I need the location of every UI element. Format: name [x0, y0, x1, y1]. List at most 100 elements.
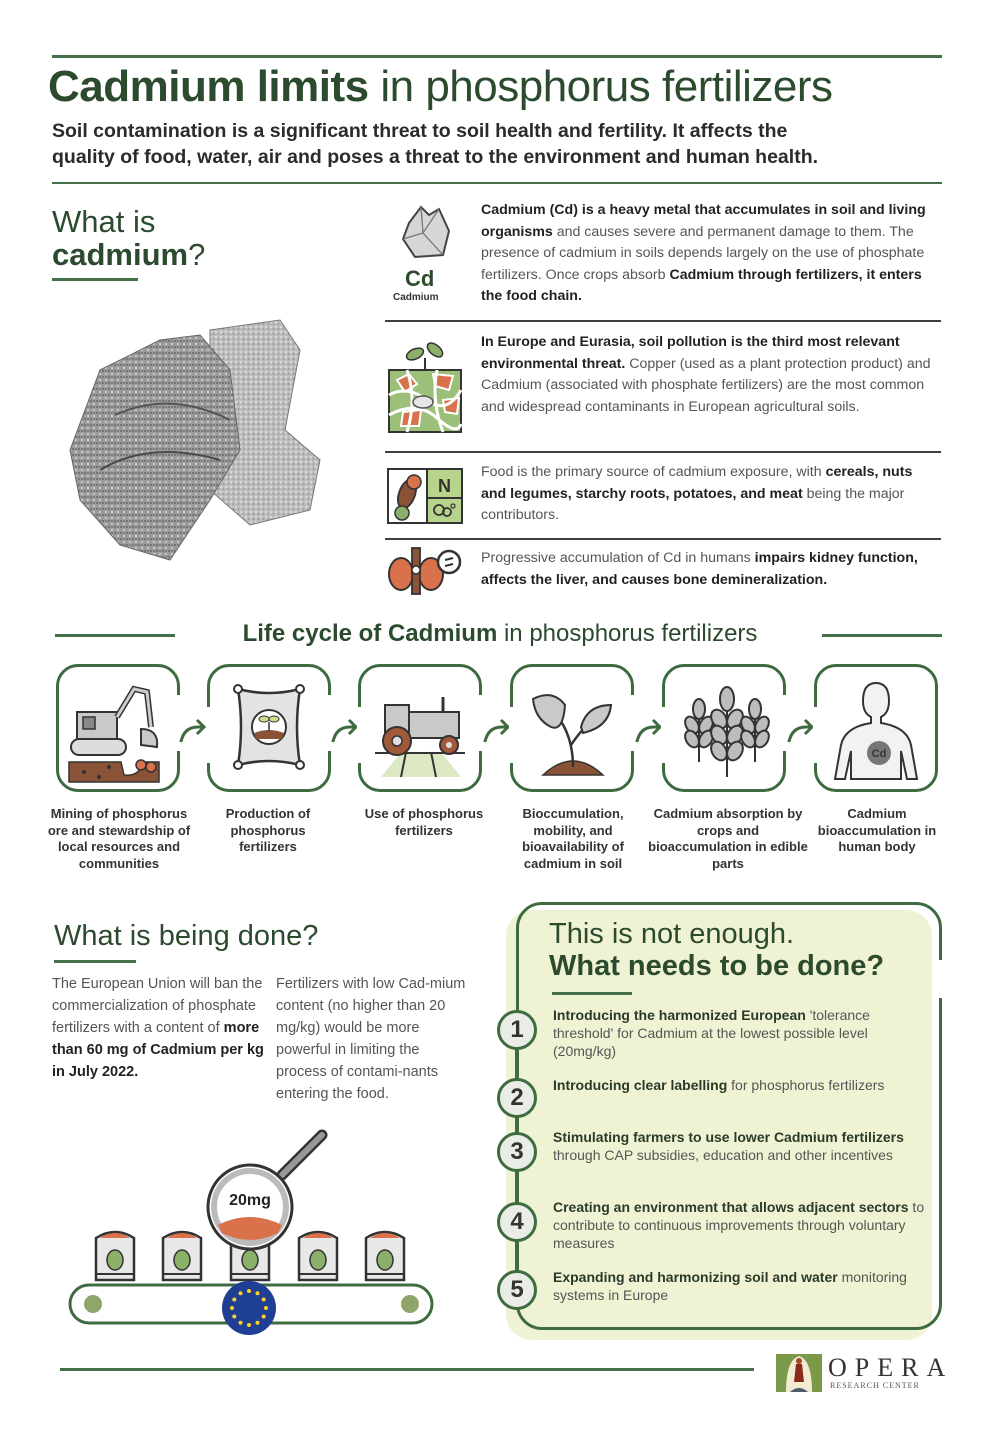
being-done-heading: What is being done?: [54, 920, 319, 952]
fact-food-source: N Food is the primary source of cadmium …: [385, 460, 941, 535]
need-normal: for phosphorus fertilizers: [727, 1077, 885, 1093]
lifecycle-title: Life cycle of Cadmium in phosphorus fert…: [200, 620, 800, 648]
fact-text: Cadmium (Cd) is a heavy metal that accum…: [481, 200, 941, 308]
lifecycle-label-soil: Bioccumulation, mobility, and bioavailab…: [522, 806, 624, 871]
lifecycle-label-mining: Mining of phosphorus ore and stewardship…: [47, 806, 191, 871]
fact-cadmium-definition: Cd Cadmium Cadmium (Cd) is a heavy metal…: [385, 198, 941, 313]
wheat-icon: [684, 686, 770, 777]
heading-underline: [52, 278, 138, 281]
needs-underline: [552, 992, 632, 995]
fact-normal: being the major contributors.: [481, 485, 905, 524]
being-done-underline: [54, 960, 136, 963]
lifecycle-title-bold: Life cycle of Cadmium: [242, 620, 498, 647]
top-rule: [52, 55, 942, 58]
footer-rule: [60, 1368, 754, 1371]
excavator-icon: [68, 685, 160, 783]
fact-bold: impairs kidney function, affects the liv…: [481, 550, 918, 588]
need-bold: Stimulating farmers to use lower Cadmium…: [553, 1129, 904, 1145]
fact-text: In Europe and Eurasia, soil pollution is…: [481, 332, 941, 418]
page-title: Cadmium limits in phosphorus fertilizers: [48, 62, 948, 112]
heading-line-1: What is: [52, 204, 156, 239]
heading-q: ?: [188, 237, 206, 272]
need-normal: through CAP subsidies, education and oth…: [553, 1147, 893, 1163]
eu-flag-icon: [222, 1281, 276, 1335]
lifecycle-label-production: Production of phosphorus fertilizers: [225, 806, 311, 854]
need-normal: to contribute to continuous improvements…: [553, 1199, 925, 1251]
opera-logo-icon: [776, 1354, 822, 1392]
fact-soil-pollution: In Europe and Eurasia, soil pollution is…: [385, 330, 941, 445]
need-number-1: 1: [497, 1010, 537, 1050]
fact-bold: Cadmium (Cd) is a heavy metal that accum…: [481, 202, 926, 240]
need-normal: 'tolerance threshold' for Cadmium at the…: [553, 1007, 870, 1059]
need-bold: Introducing the harmonized European: [553, 1007, 806, 1023]
being-done-col2: Fertilizers with low Cad-mium content (n…: [276, 976, 466, 1102]
fact-divider: [385, 451, 941, 453]
need-bold: Introducing clear labelling: [553, 1077, 728, 1093]
col1-bold: more than 60 mg of Cadmium per kg in Jul…: [52, 1020, 264, 1080]
fertilizer-bag-icon: [233, 684, 305, 770]
lifecycle-rule-right: [822, 634, 942, 637]
page-subtitle: Soil contamination is a significant thre…: [52, 118, 952, 170]
fact-normal: and causes severe and permanent damage t…: [481, 223, 925, 283]
lifecycle-step-production: [206, 664, 332, 792]
cadmium-rock-image: [69, 319, 321, 561]
lifecycle-step-crops: [661, 664, 787, 792]
needs-title-line-2: What needs to be done?: [549, 950, 885, 982]
needs-title-line-1: This is not enough.: [549, 918, 795, 950]
needs-panel-bg: [506, 910, 932, 1340]
conveyor-illustration: [68, 1129, 434, 1335]
lifecycle-step-human: Cd: [813, 664, 938, 792]
logo-subtitle: RESEARCH CENTER: [830, 1381, 920, 1390]
seedling-icon: [531, 694, 613, 776]
arrow-right-icon: [635, 718, 663, 742]
subtitle-line-1: Soil contamination is a significant thre…: [52, 120, 788, 142]
magnifier-icon: [206, 1129, 328, 1251]
fact-bold: In Europe and Eurasia, soil pollution is…: [481, 334, 900, 372]
col1-normal: The European Union will ban the commerci…: [52, 976, 263, 1036]
need-normal: monitoring systems in Europe: [553, 1269, 907, 1303]
need-number-3: 3: [497, 1132, 537, 1172]
soil-pollution-icon: [388, 342, 463, 433]
fact-text: Food is the primary source of cadmium ex…: [481, 462, 941, 527]
need-item-4: Creating an environment that allows adja…: [553, 1198, 925, 1252]
food-icon: N: [387, 468, 463, 524]
need-item-1: Introducing the harmonized European 'tol…: [553, 1006, 925, 1060]
header-rule: [52, 182, 942, 184]
need-number-4: 4: [497, 1202, 537, 1242]
lifecycle-step-mining: [56, 664, 181, 792]
heading-bold: cadmium: [52, 237, 189, 272]
being-done-col1: The European Union will ban the commerci…: [52, 973, 266, 1083]
human-body-icon: Cd: [833, 681, 919, 780]
lifecycle-rule-left: [55, 634, 175, 637]
fact-bold: cereals, nuts and legumes, starchy roots…: [481, 464, 913, 502]
fertilizer-sacks: [94, 1230, 406, 1282]
kidney-icon: [388, 547, 462, 595]
need-item-2: Introducing clear labelling for phosphor…: [553, 1076, 925, 1094]
need-number-5: 5: [497, 1270, 537, 1310]
fact-normal: Progressive accumulation of Cd in humans: [481, 550, 755, 566]
title-bold: Cadmium limits: [48, 62, 369, 111]
what-is-cadmium-heading: What is cadmium?: [52, 205, 205, 271]
lifecycle-step-soil: [509, 664, 635, 792]
svg-text:N: N: [438, 476, 451, 496]
need-item-5: Expanding and harmonizing soil and water…: [553, 1268, 925, 1304]
element-symbol: Cd: [405, 266, 435, 291]
cadmium-rock-icon: [401, 205, 451, 259]
fact-divider: [385, 320, 941, 322]
fact-normal: Food is the primary source of cadmium ex…: [481, 464, 826, 480]
frame-gap: [936, 960, 946, 998]
lifecycle-step-use: [357, 664, 483, 792]
arrow-right-icon: [787, 718, 815, 742]
fact-divider: [385, 538, 941, 540]
fact-text: Progressive accumulation of Cd in humans…: [481, 548, 941, 591]
need-item-3: Stimulating farmers to use lower Cadmium…: [553, 1128, 925, 1164]
tractor-icon: [375, 697, 465, 778]
fact-health-effects: Progressive accumulation of Cd in humans…: [385, 546, 941, 601]
lifecycle-label-human: Cadmium bioaccumulation in human body: [817, 806, 937, 854]
title-light: in phosphorus fertilizers: [380, 62, 833, 111]
arrow-right-icon: [179, 718, 207, 742]
lifecycle-label-crops: Cadmium absorption by crops and bioaccum…: [648, 806, 808, 871]
arrow-right-icon: [331, 718, 359, 742]
lifecycle-label-use: Use of phosphorus fertilizers: [364, 806, 484, 838]
lifecycle-title-light: in phosphorus fertilizers: [503, 620, 758, 647]
